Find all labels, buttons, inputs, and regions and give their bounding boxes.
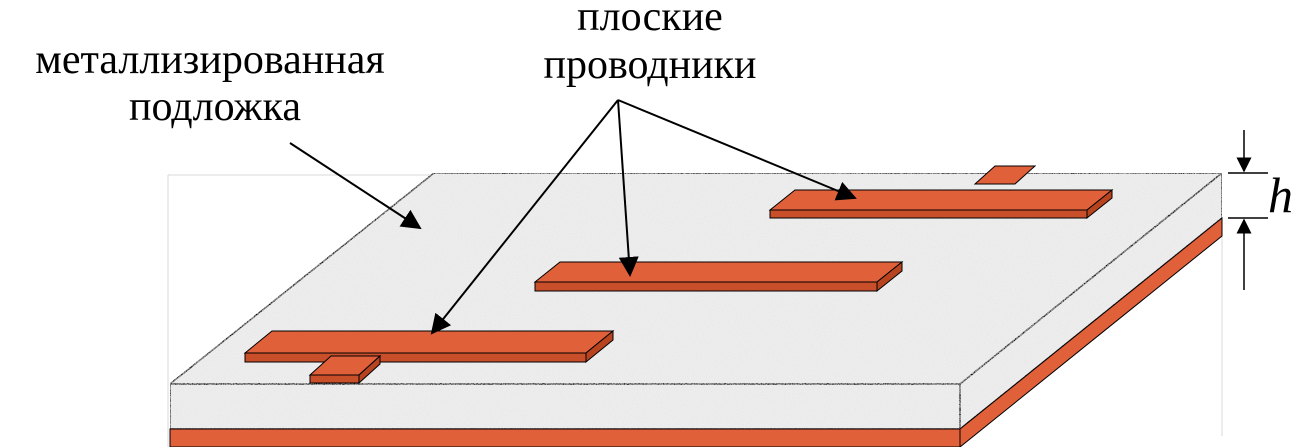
conductors-label-line2: проводники	[543, 42, 756, 88]
metal-ground-layer	[169, 216, 1223, 447]
substrate-label-line2: подложка	[129, 84, 301, 130]
conductor-pointer-back	[617, 99, 857, 201]
conductors-label-line1: плоские	[577, 0, 723, 40]
metal-front-face	[169, 428, 961, 447]
thickness-label: h	[1268, 167, 1293, 223]
conductor-front	[243, 329, 615, 385]
conductor-pointer-middle	[617, 99, 639, 277]
metal-right-face	[959, 216, 1223, 447]
pointer-lines	[289, 99, 857, 335]
conductor-pointer-front	[430, 99, 619, 335]
substrate-label-line1: металлизированная	[35, 37, 384, 83]
thickness-dimension	[1228, 130, 1268, 290]
substrate-pointer	[289, 142, 422, 230]
background-frame	[167, 174, 1223, 447]
substrate-front-face	[169, 383, 961, 430]
conductor-middle	[533, 260, 904, 293]
